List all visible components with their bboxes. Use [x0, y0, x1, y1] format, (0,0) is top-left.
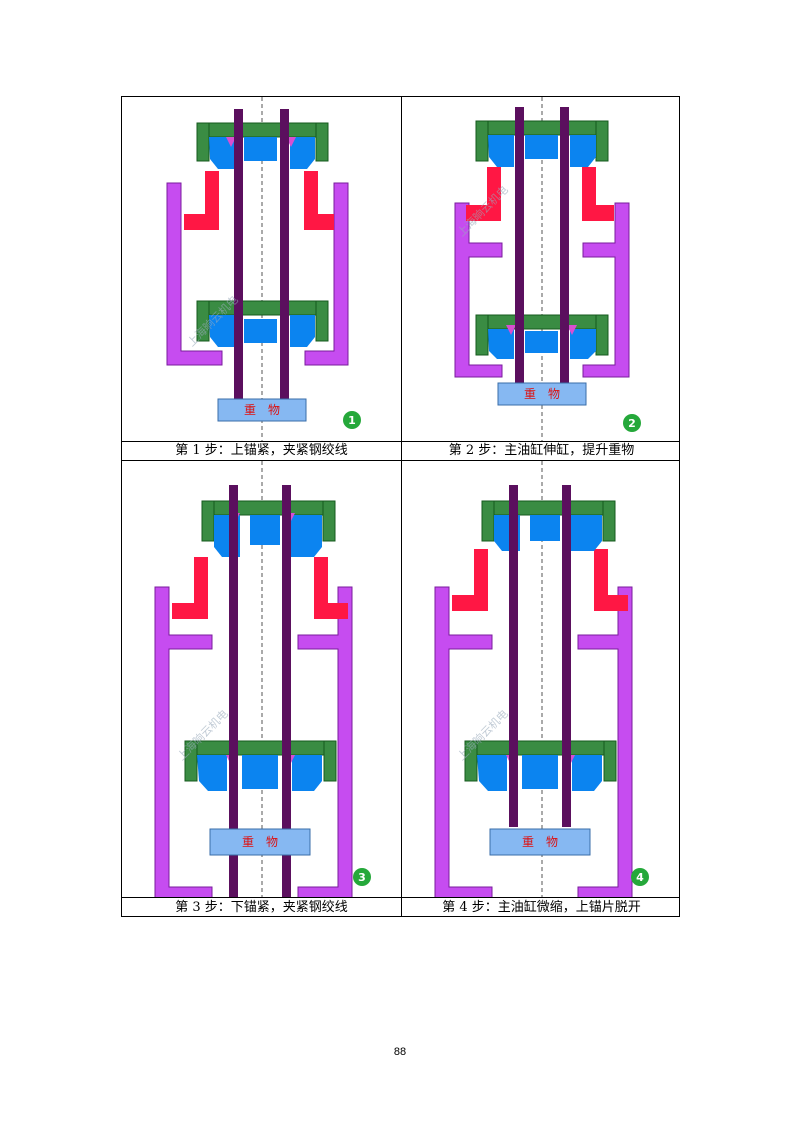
step-number-badge: 1	[348, 414, 356, 427]
row-divider	[122, 460, 679, 461]
weight-label: 重 物	[522, 835, 558, 849]
step-number-badge: 2	[628, 417, 636, 430]
panel-1-diagram: 重 物 1 上海晌云机电	[122, 97, 401, 441]
step-number-badge: 3	[358, 871, 366, 884]
step-3-caption: 第 3 步：下锚紧，夹紧钢绞线	[175, 900, 348, 915]
step-1-caption: 第 1 步：上锚紧，夹紧钢绞线	[175, 443, 348, 458]
panel-2-diagram: 重 物 2 上海晌云机电	[402, 97, 681, 441]
step-4-caption: 第 4 步：主油缸微缩，上锚片脱开	[442, 900, 641, 915]
panel-3-diagram: 重 物 3 上海晌云机电	[122, 461, 401, 897]
row-divider	[122, 897, 679, 898]
weight-label: 重 物	[242, 835, 278, 849]
step-1-diagram: 重 物 1 上海晌云机电	[166, 97, 361, 441]
step-3-diagram: 重 物 3 上海晌云机电	[154, 461, 371, 897]
weight-label: 重 物	[524, 387, 560, 401]
weight-label: 重 物	[244, 403, 280, 417]
column-divider	[401, 97, 402, 916]
step-2-caption: 第 2 步：主油缸伸缸，提升重物	[448, 443, 635, 458]
page-number: 88	[393, 1046, 407, 1058]
step-4-diagram: 重 物 4 上海晌云机电	[434, 461, 649, 897]
step-table: 重 物 1 上海晌云机电	[121, 96, 680, 917]
step-2-diagram: 重 物 2 上海晌云机电	[454, 97, 641, 441]
panel-4-diagram: 重 物 4 上海晌云机电	[402, 461, 681, 897]
row-divider	[122, 441, 679, 442]
step-number-badge: 4	[636, 871, 644, 884]
